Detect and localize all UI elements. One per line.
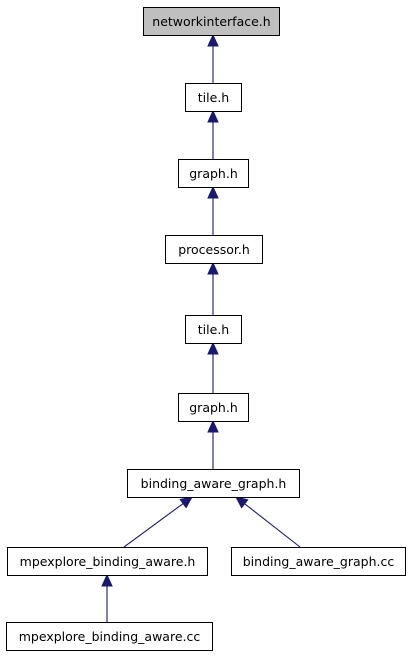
node-tile-h-2[interactable]: tile.h — [185, 315, 242, 344]
node-box[interactable] — [165, 235, 263, 264]
node-label: mpexplore_binding_aware.cc — [19, 629, 201, 644]
node-mpexplore-binding-aware-cc[interactable]: mpexplore_binding_aware.cc — [6, 622, 213, 651]
edge-graph-h-1-to-tile-h-1 — [207, 109, 219, 159]
edge-binding-aware-graph-h-to-graph-h-2 — [207, 419, 219, 469]
node-networkinterface-h: networkinterface.h — [143, 7, 280, 36]
node-label: binding_aware_graph.cc — [243, 554, 395, 569]
node-label: processor.h — [178, 242, 250, 257]
arrowhead-icon — [207, 261, 219, 275]
node-label: graph.h — [189, 166, 238, 181]
edge-graph-h-2-to-tile-h-2 — [207, 341, 219, 393]
node-label: networkinterface.h — [152, 14, 270, 29]
node-box[interactable] — [178, 159, 249, 188]
edge-mpexplore-binding-aware-cc-to-mpexplore-binding-aware-h — [101, 573, 113, 622]
node-box[interactable] — [178, 393, 249, 422]
edge-tile-h-2-to-processor-h — [207, 261, 219, 315]
edge-line — [123, 503, 184, 548]
edge-tile-h-1-to-networkinterface-h — [207, 33, 219, 83]
node-label: graph.h — [189, 400, 238, 415]
node-box[interactable] — [231, 547, 406, 576]
graph-edges — [101, 33, 301, 622]
graph-nodes: networkinterface.h tile.h graph.h processor… — [6, 7, 406, 651]
node-tile-h-1[interactable]: tile.h — [185, 83, 242, 112]
arrowhead-icon — [207, 341, 219, 355]
node-graph-h-1[interactable]: graph.h — [178, 159, 249, 188]
node-label: mpexplore_binding_aware.h — [20, 554, 196, 569]
node-graph-h-2[interactable]: graph.h — [178, 393, 249, 422]
node-box[interactable] — [185, 83, 242, 112]
node-label: tile.h — [198, 90, 229, 105]
node-binding-aware-graph-h[interactable]: binding_aware_graph.h — [127, 469, 300, 498]
arrowhead-icon — [179, 496, 193, 509]
node-binding-aware-graph-cc[interactable]: binding_aware_graph.cc — [231, 547, 406, 576]
edge-processor-h-to-graph-h-1 — [207, 185, 219, 235]
node-box[interactable] — [127, 469, 300, 498]
node-box[interactable] — [6, 622, 213, 651]
node-label: binding_aware_graph.h — [141, 476, 287, 491]
node-box[interactable] — [7, 547, 208, 576]
node-box — [143, 7, 280, 36]
edge-line — [244, 503, 301, 548]
node-mpexplore-binding-aware-h[interactable]: mpexplore_binding_aware.h — [7, 547, 208, 576]
arrowhead-icon — [101, 573, 113, 587]
arrowhead-icon — [235, 496, 249, 509]
node-processor-h[interactable]: processor.h — [165, 235, 263, 264]
node-label: tile.h — [198, 322, 229, 337]
arrowhead-icon — [207, 419, 219, 433]
edge-binding-aware-graph-cc-to-binding-aware-graph-h — [235, 496, 301, 548]
edge-mpexplore-binding-aware-h-to-binding-aware-graph-h — [123, 496, 193, 548]
arrowhead-icon — [207, 185, 219, 199]
node-box[interactable] — [185, 315, 242, 344]
arrowhead-icon — [207, 33, 219, 47]
arrowhead-icon — [207, 109, 219, 123]
